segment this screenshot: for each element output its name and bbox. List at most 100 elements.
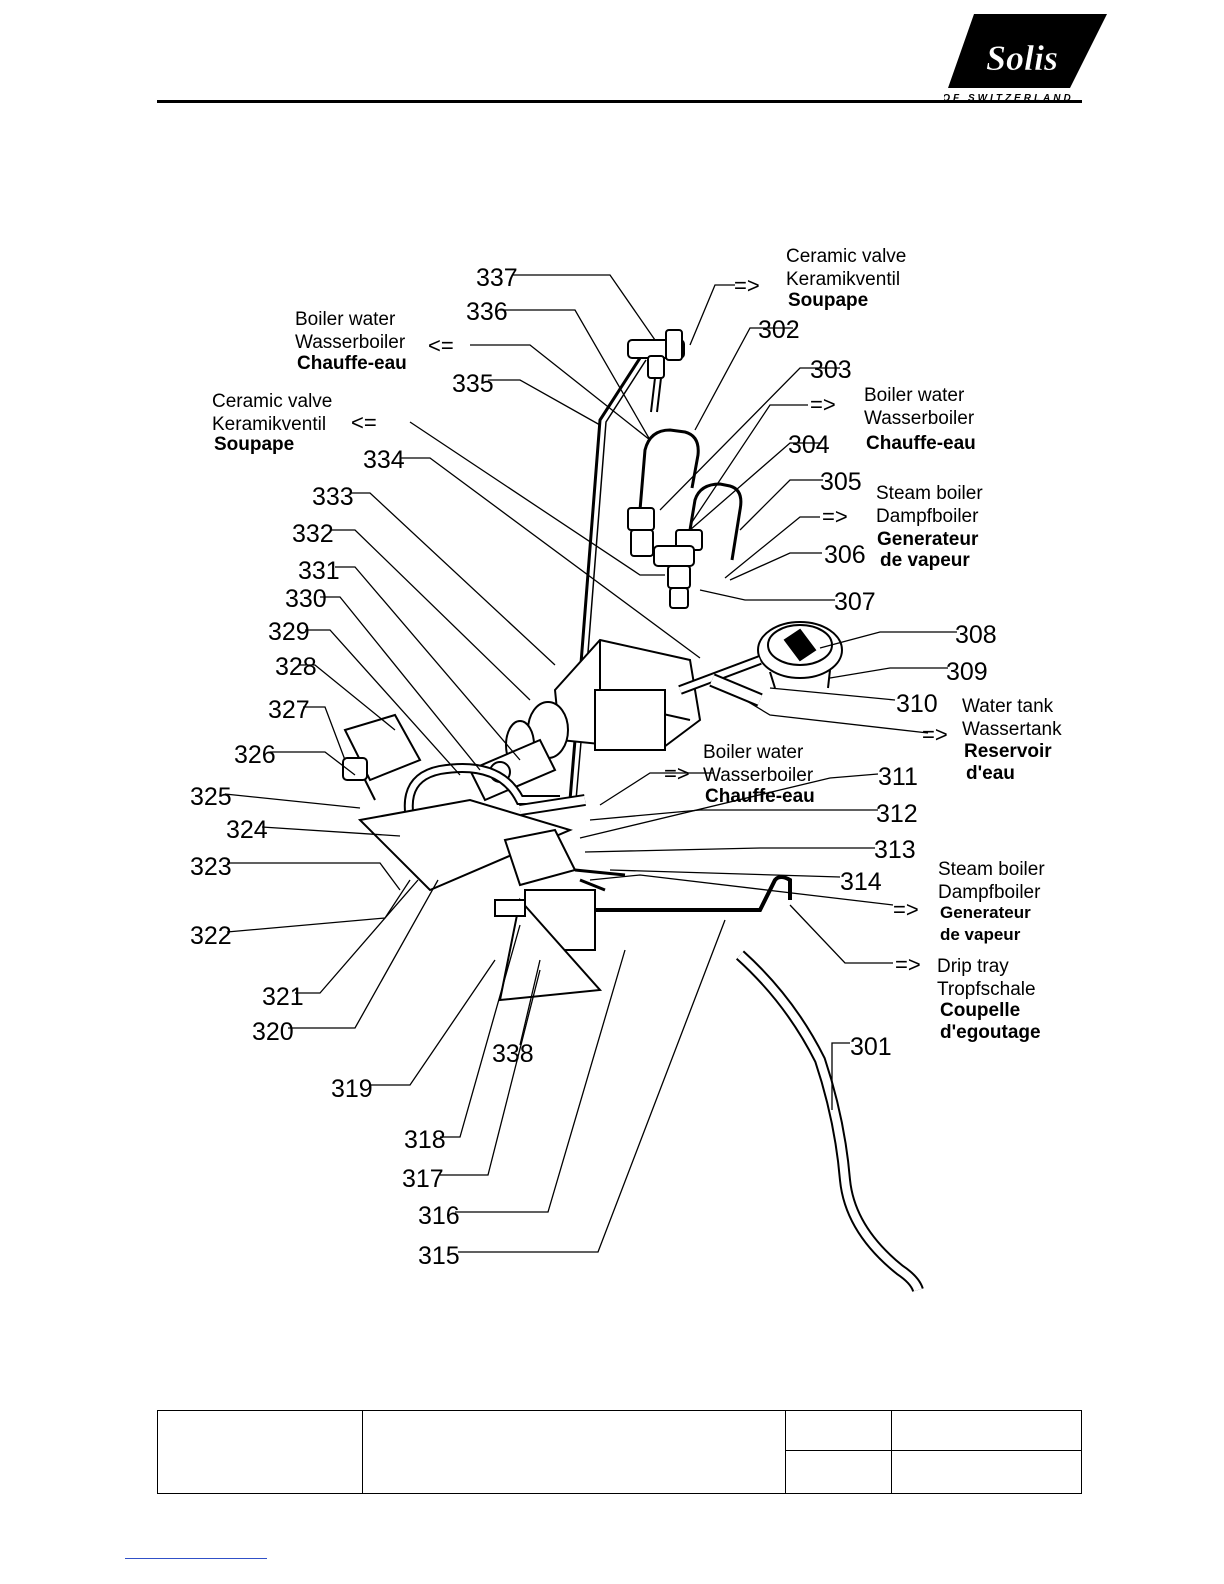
- flowmeter-308: [757, 621, 843, 689]
- arrow-left: <=: [351, 410, 377, 435]
- part-number: 316: [418, 1202, 460, 1230]
- part-number: 306: [824, 541, 866, 569]
- part-number: 311: [878, 763, 918, 791]
- part-number: 302: [758, 316, 800, 344]
- label-line: Wasserboiler: [864, 408, 975, 429]
- arrow-left: <=: [428, 333, 454, 358]
- part-number: 329: [268, 618, 310, 646]
- title-block: [157, 1410, 1082, 1494]
- arrow-right: =>: [734, 273, 760, 298]
- part-number: 327: [268, 696, 310, 724]
- part-number: 334: [363, 446, 405, 474]
- part-number: 320: [252, 1018, 294, 1046]
- part-numbers: 337 336 335 334 333 332 331 330 329 328 …: [190, 264, 997, 1270]
- label-boiler-water-mid: Boiler water => Wasserboiler Chauffe-eau: [664, 742, 815, 807]
- leader-lines: [224, 274, 957, 1253]
- part-number: 328: [275, 653, 317, 681]
- part-number: 335: [452, 370, 494, 398]
- label-line: Wassertank: [962, 719, 1062, 740]
- label-steam-boiler-lower: Steam boiler Dampfboiler => Generateur d…: [893, 859, 1045, 944]
- label-drip-tray: => Drip tray Tropfschale Coupelle d'egou…: [895, 952, 1041, 1043]
- part-number: 336: [466, 298, 508, 326]
- label-line: de vapeur: [880, 550, 970, 571]
- label-line: Reservoir: [964, 741, 1052, 762]
- part-number: 332: [292, 520, 334, 548]
- part-number: 337: [476, 264, 518, 292]
- part-number: 324: [226, 816, 268, 844]
- part-number: 325: [190, 783, 232, 811]
- label-line: Tropfschale: [937, 979, 1036, 1000]
- part-number: 326: [234, 741, 276, 769]
- solenoid-valve: [494, 828, 603, 1002]
- arrow-right: =>: [822, 504, 848, 529]
- part-number: 309: [946, 658, 988, 686]
- arrow-right: =>: [664, 761, 690, 786]
- part-number: 315: [418, 1242, 460, 1270]
- part-number: 318: [404, 1126, 446, 1154]
- label-line: Drip tray: [937, 956, 1009, 977]
- label-boiler-water-right: => Boiler water Wasserboiler Chauffe-eau: [810, 385, 976, 454]
- part-number: 313: [874, 836, 916, 864]
- label-line: Keramikventil: [786, 269, 900, 290]
- label-line: de vapeur: [940, 925, 1021, 944]
- label-line: Soupape: [214, 434, 294, 455]
- label-ceramic-valve-top: => Ceramic valve Keramikventil Soupape: [734, 246, 906, 311]
- part-number: 338: [492, 1040, 534, 1068]
- bracket-326: [342, 713, 422, 801]
- label-line: Chauffe-eau: [705, 786, 815, 807]
- connection-labels: => Ceramic valve Keramikventil Soupape B…: [212, 246, 1062, 1043]
- fitting-306-307: [653, 529, 703, 609]
- label-line: Boiler water: [295, 309, 396, 330]
- label-line: Coupelle: [940, 1000, 1020, 1021]
- label-line: Boiler water: [864, 385, 965, 406]
- label-line: Chauffe-eau: [297, 353, 407, 374]
- fitting-303: [627, 507, 655, 557]
- label-line: Chauffe-eau: [866, 433, 976, 454]
- logo-brand: Solis: [986, 38, 1058, 78]
- tee-fitting-337: [627, 329, 685, 413]
- label-line: Generateur: [877, 529, 979, 550]
- label-ceramic-valve-left: Ceramic valve Keramikventil Soupape <=: [212, 391, 377, 455]
- arrow-right: =>: [922, 722, 948, 747]
- label-line: Generateur: [940, 903, 1031, 922]
- label-line: d'egoutage: [940, 1022, 1041, 1043]
- part-number: 303: [810, 356, 852, 384]
- label-line: Keramikventil: [212, 414, 326, 435]
- part-number: 310: [896, 690, 938, 718]
- title-block-cell: [786, 1411, 892, 1493]
- part-number: 312: [876, 800, 918, 828]
- logo-tagline: OF SWITZERLAND: [944, 93, 1074, 104]
- arrow-right: =>: [895, 952, 921, 977]
- label-line: Dampfboiler: [938, 882, 1041, 903]
- part-number: 333: [312, 483, 354, 511]
- part-number: 321: [262, 983, 304, 1011]
- label-steam-boiler-upper: => Steam boiler Dampfboiler Generateur d…: [822, 483, 983, 571]
- diagram-area: [168, 240, 1070, 1302]
- label-line: Dampfboiler: [876, 506, 979, 527]
- label-line: Ceramic valve: [212, 391, 332, 412]
- footer-link-underline[interactable]: [125, 1558, 267, 1559]
- title-block-divider: [786, 1450, 1081, 1451]
- pump-body: [468, 638, 702, 802]
- label-line: Soupape: [788, 290, 868, 311]
- part-number: 319: [331, 1075, 373, 1103]
- title-block-cell: [363, 1411, 786, 1493]
- assembly-drawing: [342, 329, 924, 1293]
- label-line: Ceramic valve: [786, 246, 906, 267]
- part-number: 307: [834, 588, 876, 616]
- solis-logo: Solis OF SWITZERLAND: [944, 14, 1107, 104]
- part-number: 330: [285, 585, 327, 613]
- header-rule: [157, 100, 1082, 103]
- label-line: Water tank: [962, 696, 1054, 717]
- part-number: 317: [402, 1165, 444, 1193]
- arrow-right: =>: [810, 392, 836, 417]
- part-number: 314: [840, 868, 882, 896]
- part-number: 304: [788, 431, 830, 459]
- label-line: Wasserboiler: [703, 765, 814, 786]
- label-line: Boiler water: [703, 742, 804, 763]
- label-water-tank: => Water tank Wassertank Reservoir d'eau: [922, 696, 1062, 784]
- part-number: 331: [298, 557, 340, 585]
- label-line: d'eau: [966, 763, 1015, 784]
- part-number: 323: [190, 853, 232, 881]
